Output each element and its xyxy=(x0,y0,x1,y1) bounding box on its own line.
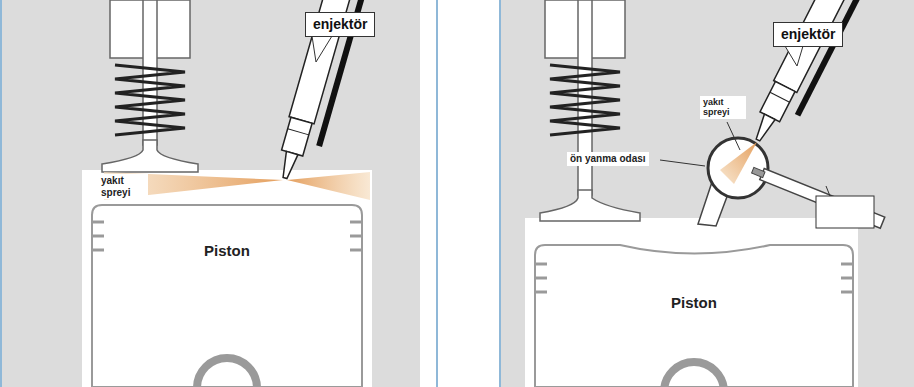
valve-head xyxy=(540,190,640,221)
piston-rings xyxy=(535,264,853,292)
leader-line xyxy=(727,122,740,150)
glow-plug xyxy=(750,165,884,229)
piston-ring xyxy=(535,291,547,294)
part-label: yakıt spreyi xyxy=(700,96,746,119)
fuel-spray xyxy=(287,172,370,200)
injector xyxy=(273,0,389,185)
panel-border xyxy=(436,0,438,387)
node-text: enjektör xyxy=(313,16,367,33)
piston-ring xyxy=(350,235,362,238)
injector-nut xyxy=(770,92,790,102)
callout-tail xyxy=(785,46,803,66)
cylinder-head xyxy=(500,0,914,387)
injector-nut xyxy=(288,129,309,135)
piston-ring xyxy=(92,249,104,252)
piston-ring xyxy=(841,263,853,266)
node-text: Piston xyxy=(204,242,250,260)
piston-ring xyxy=(841,277,853,280)
injector-nut xyxy=(282,117,313,156)
valve-head xyxy=(102,140,198,172)
node-text: Piston xyxy=(671,294,717,312)
injector-body xyxy=(774,0,879,92)
piston-label-box: Piston xyxy=(200,240,254,262)
piston-ring xyxy=(92,235,104,238)
piston-ring xyxy=(535,263,547,266)
glow-plug-tip xyxy=(752,167,765,177)
injector-nozzle xyxy=(279,151,298,179)
piston-ring xyxy=(350,221,362,224)
part-label: ön yanma odası xyxy=(567,152,649,166)
injector xyxy=(746,0,914,151)
callout-box: enjektör xyxy=(305,12,375,37)
prechamber xyxy=(708,138,768,198)
piston-pin xyxy=(664,362,724,387)
injector-nozzle xyxy=(753,114,775,143)
piston-ring xyxy=(841,291,853,294)
valve-spring xyxy=(550,65,620,135)
empty-callout-box xyxy=(816,196,874,228)
piston-label-box: Piston xyxy=(667,292,721,314)
piston-pin xyxy=(197,358,257,387)
valve-spring xyxy=(115,65,185,135)
piston-ring xyxy=(535,277,547,280)
callout-box: enjektör xyxy=(773,22,843,47)
fuel-spray xyxy=(720,142,757,184)
callout-tail xyxy=(312,36,332,62)
part-label: yakıt spreyi xyxy=(98,174,148,199)
leader-line xyxy=(660,160,705,166)
piston-ring xyxy=(92,221,104,224)
node-text: enjektör xyxy=(781,26,835,43)
piston-ring xyxy=(350,249,362,252)
glow-plug-body xyxy=(760,168,885,228)
callout-tail xyxy=(826,186,830,196)
panel-border xyxy=(499,0,501,387)
panel-border xyxy=(0,0,2,387)
cylinder-head xyxy=(0,0,420,387)
